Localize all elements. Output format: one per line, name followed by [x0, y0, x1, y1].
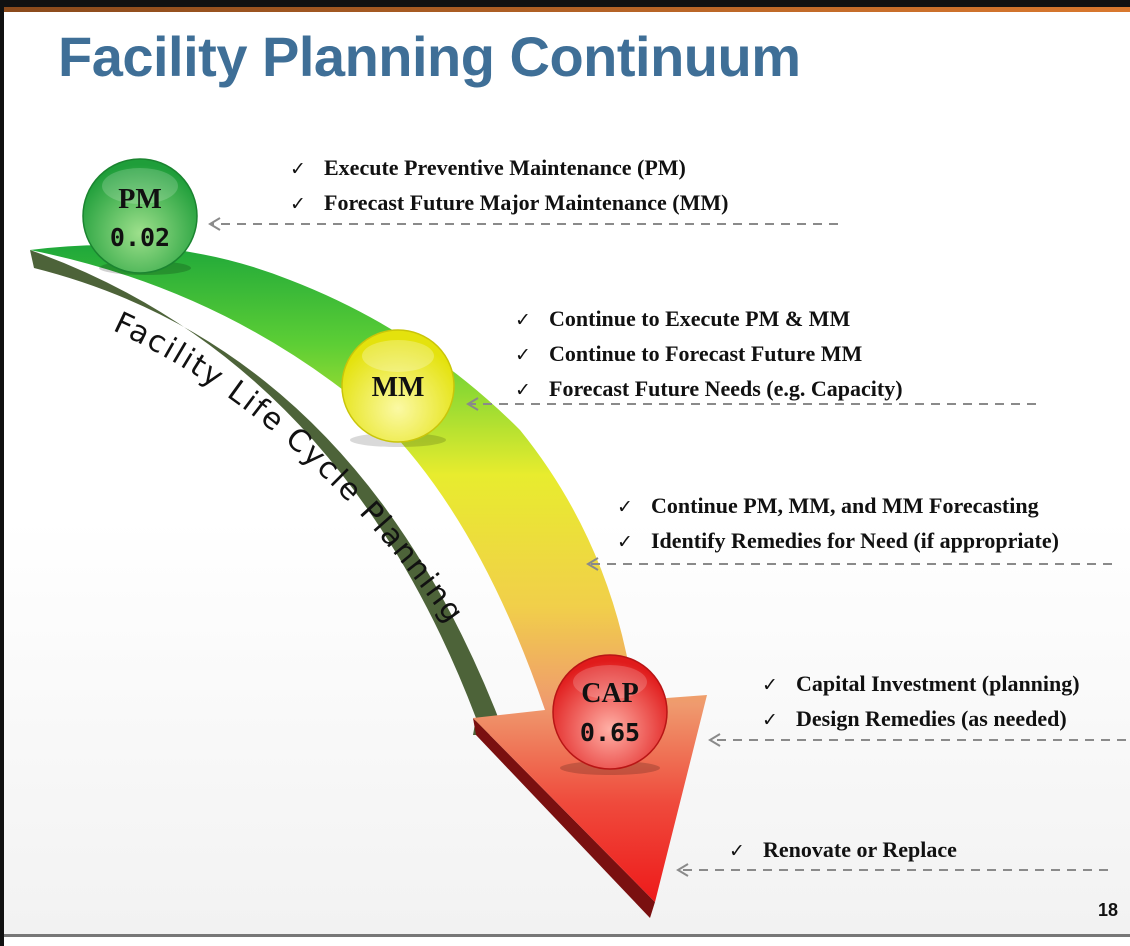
bullets-end: ✓ Renovate or Replace — [729, 833, 957, 868]
page-number: 18 — [1098, 900, 1119, 920]
bullet-text: Execute Preventive Maintenance (PM) — [324, 155, 686, 180]
pm-node-value: 0.02 — [110, 223, 170, 252]
bullet-text: Capital Investment (planning) — [796, 671, 1080, 696]
page-title: Facility Planning Continuum — [58, 25, 801, 88]
bullet-item: ✓ Continue PM, MM, and MM Forecasting — [617, 489, 1059, 524]
check-icon: ✓ — [515, 309, 531, 331]
bullet-item: ✓ Forecast Future Needs (e.g. Capacity) — [515, 372, 903, 407]
bullet-text: Design Remedies (as needed) — [796, 706, 1067, 731]
check-icon: ✓ — [290, 158, 306, 180]
bullets-pm: ✓ Execute Preventive Maintenance (PM) ✓ Fo… — [290, 151, 728, 221]
mm-node: MM — [341, 329, 455, 443]
bullet-item: ✓ Identify Remedies for Need (if appropri… — [617, 524, 1059, 559]
pm-node: PM 0.02 — [82, 158, 198, 274]
bullets-mm: ✓ Continue to Execute PM & MM ✓ Continue t… — [515, 302, 903, 407]
bullet-text: Renovate or Replace — [763, 837, 957, 862]
check-icon: ✓ — [617, 496, 633, 518]
bullet-text: Forecast Future Major Maintenance (MM) — [324, 190, 729, 215]
arrowhead-end — [676, 863, 689, 877]
bullet-text: Continue PM, MM, and MM Forecasting — [651, 493, 1039, 518]
check-icon: ✓ — [515, 344, 531, 366]
bottom-rule — [4, 934, 1130, 937]
arrowhead-pm — [208, 217, 221, 231]
pm-node-label: PM — [118, 184, 162, 215]
arrowhead-mm — [466, 397, 479, 411]
cap-node: CAP 0.65 — [552, 654, 668, 770]
bullet-text: Continue to Forecast Future MM — [549, 341, 863, 366]
check-icon: ✓ — [762, 674, 778, 696]
bullet-item: ✓ Execute Preventive Maintenance (PM) — [290, 151, 728, 186]
arrowhead-cap — [708, 733, 721, 747]
top-accent-strip — [4, 7, 1130, 12]
check-icon: ✓ — [290, 193, 306, 215]
mm-node-label: MM — [372, 372, 425, 403]
cap-node-label: CAP — [581, 678, 639, 709]
bullet-item: ✓ Renovate or Replace — [729, 833, 957, 868]
bullets-mid: ✓ Continue PM, MM, and MM Forecasting ✓ Id… — [617, 489, 1059, 559]
arrowhead-mid — [586, 557, 599, 571]
bullet-text: Forecast Future Needs (e.g. Capacity) — [549, 376, 903, 401]
bullet-item: ✓ Capital Investment (planning) — [762, 667, 1080, 702]
bullet-item: ✓ Forecast Future Major Maintenance (MM) — [290, 186, 728, 221]
check-icon: ✓ — [729, 840, 745, 862]
cap-node-value: 0.65 — [580, 718, 640, 747]
bullet-item: ✓ Continue to Execute PM & MM — [515, 302, 903, 337]
check-icon: ✓ — [617, 531, 633, 553]
check-icon: ✓ — [515, 379, 531, 401]
arrow-body — [30, 245, 707, 902]
arrow-head-side — [473, 718, 655, 918]
bullet-item: ✓ Continue to Forecast Future MM — [515, 337, 903, 372]
bullets-cap: ✓ Capital Investment (planning) ✓ Design R… — [762, 667, 1080, 737]
bullet-text: Identify Remedies for Need (if appropria… — [651, 528, 1059, 553]
check-icon: ✓ — [762, 709, 778, 731]
bullet-text: Continue to Execute PM & MM — [549, 306, 851, 331]
bullet-item: ✓ Design Remedies (as needed) — [762, 702, 1080, 737]
